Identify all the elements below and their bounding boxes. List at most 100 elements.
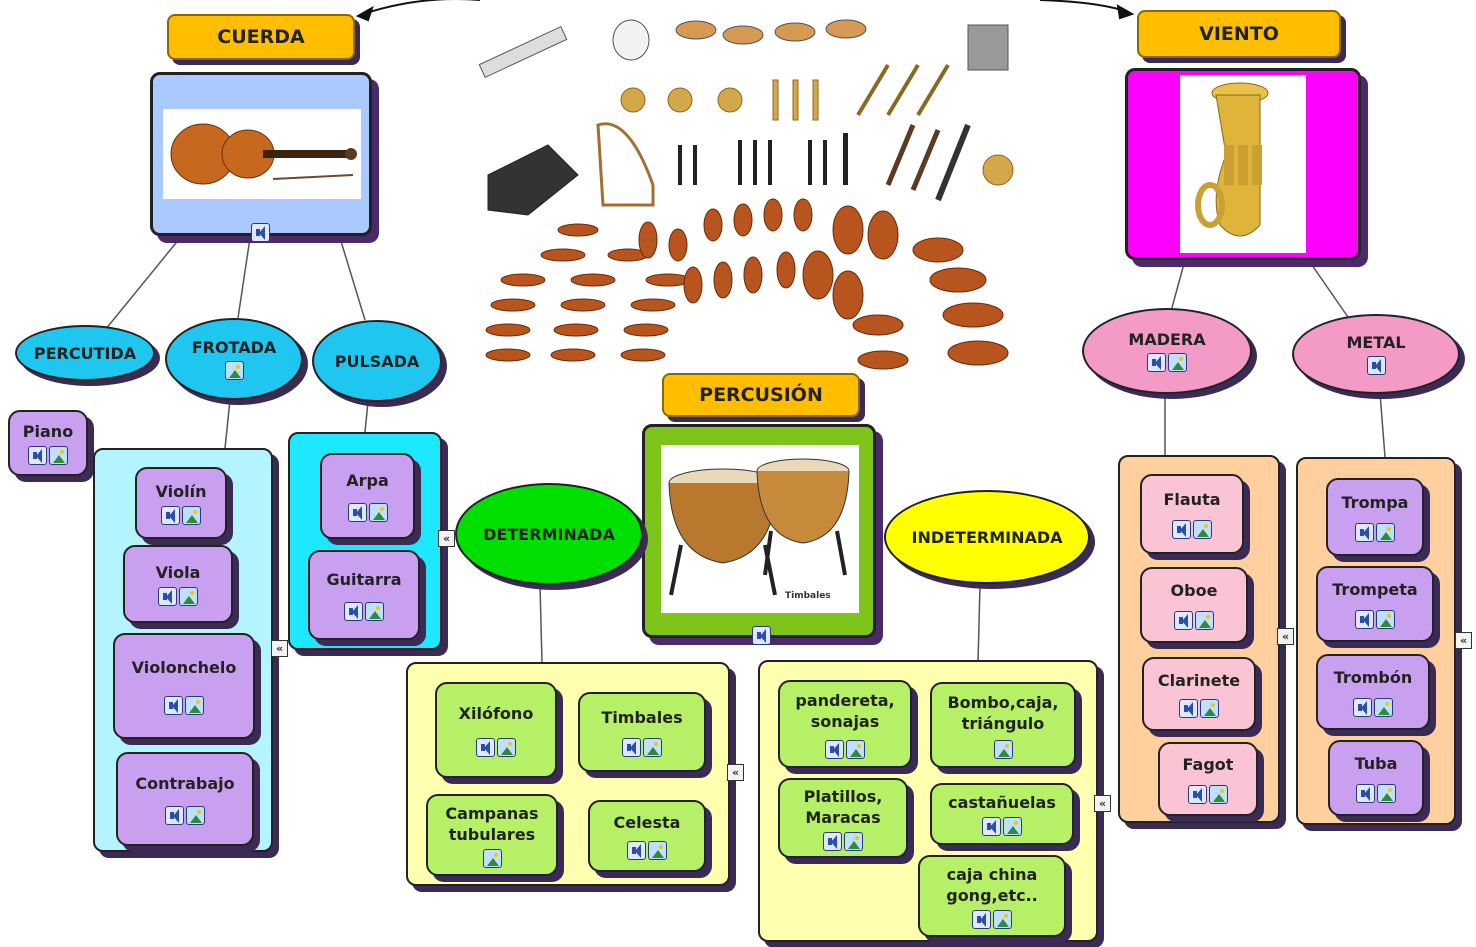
timbales-node[interactable]: Timbales	[578, 692, 706, 772]
image-icon[interactable]	[1377, 784, 1396, 803]
image-icon[interactable]	[993, 739, 1013, 759]
trompeta-node[interactable]: Trompeta	[1316, 566, 1434, 642]
clarinete-node[interactable]: Clarinete	[1142, 657, 1256, 731]
piano-node[interactable]: Piano	[8, 410, 88, 476]
viento-title[interactable]: VIENTO	[1137, 10, 1341, 58]
indeterminada-oval[interactable]: INDETERMINADA	[884, 490, 1090, 584]
image-icon[interactable]	[365, 602, 384, 621]
speaker-icon[interactable]	[1147, 353, 1166, 372]
image-icon[interactable]	[993, 909, 1012, 929]
pandereta-label: pandereta, sonajas	[795, 690, 895, 731]
speaker-icon[interactable]	[825, 739, 844, 759]
collapse-icon[interactable]: «	[1094, 795, 1111, 812]
speaker-icon[interactable]	[344, 602, 363, 621]
speaker-icon[interactable]	[161, 506, 180, 525]
percusion-title[interactable]: PERCUSIÓN	[662, 373, 860, 417]
clarinete-label: Clarinete	[1157, 671, 1241, 690]
xilofono-node[interactable]: Xilófono	[435, 682, 557, 778]
cuerda-title[interactable]: CUERDA	[167, 14, 355, 60]
image-icon[interactable]	[1209, 785, 1228, 804]
trompa-node[interactable]: Trompa	[1326, 478, 1424, 556]
violonchelo-node[interactable]: Violonchelo	[113, 633, 255, 739]
speaker-icon[interactable]	[164, 696, 183, 715]
viola-node[interactable]: Viola	[123, 545, 233, 623]
oboe-node[interactable]: Oboe	[1140, 567, 1248, 643]
caja-china-node[interactable]: caja china gong,etc..	[918, 855, 1066, 937]
frotada-oval[interactable]: FROTADA	[165, 318, 303, 400]
speaker-icon[interactable]	[972, 909, 991, 929]
speaker-icon[interactable]	[165, 806, 184, 825]
image-icon[interactable]	[497, 738, 516, 757]
collapse-icon[interactable]: «	[438, 530, 455, 547]
image-icon[interactable]	[1200, 699, 1219, 718]
trombon-node[interactable]: Trombón	[1316, 654, 1430, 730]
speaker-icon[interactable]	[1356, 784, 1375, 803]
woodwind-row	[678, 123, 971, 202]
speaker-icon[interactable]	[1355, 523, 1374, 542]
image-icon[interactable]	[846, 739, 865, 759]
violin-node[interactable]: Violín	[135, 467, 227, 539]
arpa-node[interactable]: Arpa	[320, 453, 415, 539]
metal-oval[interactable]: METAL	[1292, 314, 1460, 394]
speaker-icon[interactable]	[1188, 785, 1207, 804]
speaker-icon[interactable]	[982, 817, 1001, 836]
image-icon[interactable]	[182, 506, 201, 525]
image-icon[interactable]	[185, 696, 204, 715]
percutida-oval[interactable]: PERCUTIDA	[15, 325, 155, 381]
madera-oval[interactable]: MADERA	[1082, 308, 1252, 394]
speaker-icon[interactable]	[158, 587, 177, 606]
speaker-icon[interactable]	[1366, 356, 1386, 375]
image-icon[interactable]	[1376, 523, 1395, 542]
image-icon[interactable]	[1003, 817, 1022, 836]
speaker-icon[interactable]	[823, 831, 842, 851]
platillos-node[interactable]: Platillos, Maracas	[778, 778, 908, 858]
celesta-node[interactable]: Celesta	[588, 800, 706, 872]
guitarra-node[interactable]: Guitarra	[308, 550, 420, 640]
percutida-label: PERCUTIDA	[33, 343, 137, 363]
speaker-icon[interactable]	[1172, 520, 1191, 539]
speaker-icon[interactable]	[1174, 611, 1193, 630]
image-icon[interactable]	[482, 848, 502, 868]
speaker-icon[interactable]	[1353, 698, 1372, 717]
speaker-icon[interactable]	[752, 626, 771, 645]
image-icon[interactable]	[1376, 610, 1395, 629]
speaker-icon[interactable]	[476, 738, 495, 757]
image-icon[interactable]	[648, 841, 667, 860]
pulsada-label: PULSADA	[334, 351, 420, 371]
collapse-icon[interactable]: «	[271, 640, 288, 657]
speaker-icon[interactable]	[251, 223, 270, 242]
fagot-node[interactable]: Fagot	[1158, 742, 1258, 816]
speaker-icon[interactable]	[622, 738, 641, 757]
image-icon[interactable]	[224, 361, 244, 380]
image-icon[interactable]	[1374, 698, 1393, 717]
image-icon[interactable]	[1168, 353, 1187, 372]
collapse-icon[interactable]: «	[1277, 628, 1294, 645]
tuba-node[interactable]: Tuba	[1328, 740, 1424, 816]
image-icon[interactable]	[844, 831, 863, 851]
pulsada-oval[interactable]: PULSADA	[312, 320, 442, 402]
speaker-icon[interactable]	[347, 503, 367, 522]
percussion-row	[478, 19, 1009, 79]
speaker-icon[interactable]	[627, 841, 646, 860]
fagot-label: Fagot	[1182, 755, 1234, 774]
image-icon[interactable]	[1193, 520, 1212, 539]
image-icon[interactable]	[368, 503, 388, 522]
collapse-icon[interactable]: «	[1455, 632, 1472, 649]
collapse-icon[interactable]: «	[727, 764, 744, 781]
determinada-oval[interactable]: DETERMINADA	[455, 483, 643, 585]
contrabajo-node[interactable]: Contrabajo	[116, 752, 254, 846]
flauta-node[interactable]: Flauta	[1140, 474, 1244, 554]
speaker-icon[interactable]	[1179, 699, 1198, 718]
image-icon[interactable]	[1195, 611, 1214, 630]
pandereta-node[interactable]: pandereta, sonajas	[778, 680, 912, 768]
image-icon[interactable]	[49, 446, 68, 465]
speaker-icon[interactable]	[28, 446, 47, 465]
campanas-node[interactable]: Campanas tubulares	[426, 794, 558, 876]
bombo-node[interactable]: Bombo,caja, triángulo	[930, 682, 1076, 768]
image-icon[interactable]	[186, 806, 205, 825]
castanuelas-node[interactable]: castañuelas	[930, 783, 1074, 845]
image-icon[interactable]	[179, 587, 198, 606]
cuerda-image-box	[150, 72, 372, 242]
speaker-icon[interactable]	[1355, 610, 1374, 629]
image-icon[interactable]	[643, 738, 662, 757]
